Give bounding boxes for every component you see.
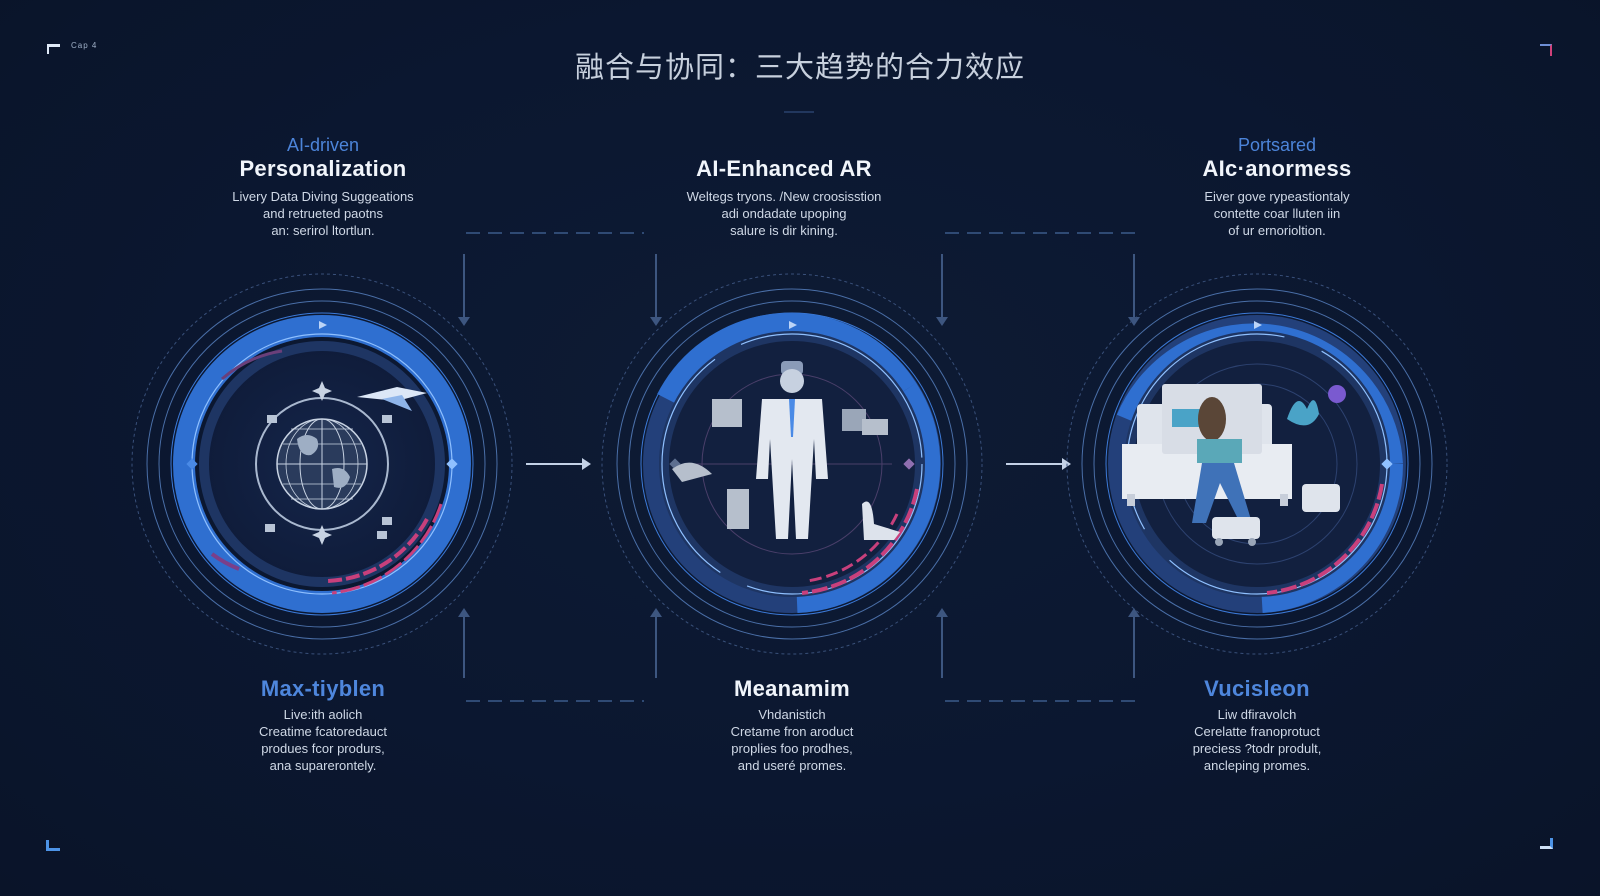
connector-dashed-bottom-1 xyxy=(466,700,644,702)
desk-icon xyxy=(862,419,888,435)
desc-line: Cerelatte franoprotuct xyxy=(1194,724,1320,739)
desc-line: Livery Data Diving Suggeations xyxy=(232,189,414,204)
heading: Max-tiyblen xyxy=(260,676,386,701)
heading: Vucisleon xyxy=(1204,676,1310,701)
kicker: Portsared xyxy=(1237,135,1317,155)
desc-line: an: serirol ltortlun. xyxy=(271,223,375,238)
arrow-up-icon xyxy=(650,608,662,678)
small-device-icon xyxy=(382,415,392,423)
arrow-right-icon xyxy=(526,458,591,470)
description: Eiver gove rypeastiontaly contette coar … xyxy=(1127,188,1427,239)
heading: AIc·anormess xyxy=(1202,156,1352,181)
desc-line: contette coar lluten iin xyxy=(1213,206,1341,221)
heading: Meanamim xyxy=(733,676,851,701)
corner-mark-bottom-right xyxy=(1540,838,1553,849)
column-ar-top: AI-Enhanced AR Weltegs tryons. /New croo… xyxy=(634,134,934,239)
connector-dashed-bottom-2 xyxy=(945,700,1135,702)
dial-graphic xyxy=(1066,273,1448,655)
sparkle-icon xyxy=(312,381,332,545)
description: Weltegs tryons. /New croosisstion adi on… xyxy=(634,188,934,239)
desc-line: and useré promes. xyxy=(737,758,847,773)
desc-line: Eiver gove rypeastiontaly xyxy=(1204,189,1350,204)
arrow-right-icon xyxy=(1006,458,1071,470)
dial-personalization xyxy=(127,269,517,659)
corner-mark-top-left xyxy=(47,44,60,54)
high-heel-icon xyxy=(862,501,900,540)
dial-ar xyxy=(597,269,987,659)
title-underline xyxy=(784,111,814,113)
page-title: 融合与协同：三大趋势的合力效应 xyxy=(574,50,1025,84)
column-personalization-bottom: Max-tiyblen Live:ith aolich Creatime fca… xyxy=(173,676,473,774)
dial-graphic xyxy=(601,273,983,655)
corner-mark-top-right xyxy=(1540,44,1552,56)
desc-line: salure is dir kining. xyxy=(730,223,838,238)
desc-line: adi ondadate upoping xyxy=(721,206,847,221)
description: Live:ith aolich Creatime fcatoredauct pr… xyxy=(173,706,473,774)
connector-dashed-top-1 xyxy=(466,232,644,234)
person-on-sofa-icon xyxy=(1122,384,1292,523)
description: Liw dfiravolch Cerelatte franoprotuct pr… xyxy=(1107,706,1407,774)
armchair-icon xyxy=(1302,484,1340,512)
airplane-icon xyxy=(357,387,427,411)
globe-icon xyxy=(276,418,368,510)
small-device-icon xyxy=(382,517,392,525)
column-ar-bottom: Meanamim Vhdanistich Cretame fron aroduc… xyxy=(642,676,942,774)
desc-line: preciess ?todr prodult, xyxy=(1192,741,1322,756)
desc-line: Live:ith aolich xyxy=(283,707,363,722)
small-device-icon xyxy=(267,415,277,423)
corner-label: Cap 4 xyxy=(71,41,98,50)
small-device-icon xyxy=(265,524,275,532)
arrow-up-icon xyxy=(936,608,948,678)
kicker xyxy=(634,134,934,156)
dial-graphic xyxy=(131,273,513,655)
desc-line: ana suparerontely. xyxy=(269,758,377,773)
monitor-icon xyxy=(842,409,866,431)
desc-line: Liw dfiravolch xyxy=(1217,707,1297,722)
hat-icon xyxy=(672,462,712,482)
plant-icon xyxy=(1287,400,1319,426)
column-autonomous-top: Portsared AIc·anormess Eiver gove rypeas… xyxy=(1127,134,1427,239)
robot-cart-icon xyxy=(1212,517,1260,539)
heading: AI-Enhanced AR xyxy=(696,156,872,181)
kicker: AI-driven xyxy=(286,135,360,155)
arrow-down-icon xyxy=(936,254,948,326)
dial-autonomous xyxy=(1062,269,1452,659)
description: Vhdanistich Cretame fron aroduct proplie… xyxy=(642,706,942,774)
bag-icon xyxy=(727,489,749,529)
desc-line: Vhdanistich xyxy=(758,707,826,722)
person-vr-headset-icon xyxy=(756,361,828,539)
connector-dashed-top-2 xyxy=(945,232,1135,234)
arrow-down-icon xyxy=(458,254,470,326)
desc-line: and retrueted paotns xyxy=(263,206,383,221)
desc-line: proplies foo prodhes, xyxy=(731,741,853,756)
arrow-up-icon xyxy=(458,608,470,678)
heading: Personalization xyxy=(239,156,407,181)
desc-line: Weltegs tryons. /New croosisstion xyxy=(686,189,882,204)
description: Livery Data Diving Suggeations and retru… xyxy=(173,188,473,239)
arrow-down-icon xyxy=(1128,254,1140,326)
column-personalization-top: AI-driven Personalization Livery Data Di… xyxy=(173,134,473,239)
corner-mark-bottom-left xyxy=(46,840,60,851)
small-device-icon xyxy=(377,531,387,539)
arrow-up-icon xyxy=(1128,608,1140,678)
column-autonomous-bottom: Vucisleon Liw dfiravolch Cerelatte frano… xyxy=(1107,676,1407,774)
desc-line: Creatime fcatoredauct xyxy=(259,724,387,739)
desc-line: produes fcor produrs, xyxy=(261,741,385,756)
chair-icon xyxy=(712,399,742,427)
desc-line: Cretame fron aroduct xyxy=(730,724,854,739)
robot-icon xyxy=(1328,385,1346,403)
desc-line: ancleping promes. xyxy=(1203,758,1311,773)
arrow-down-icon xyxy=(650,254,662,326)
desc-line: of ur ernorioltion. xyxy=(1228,223,1326,238)
